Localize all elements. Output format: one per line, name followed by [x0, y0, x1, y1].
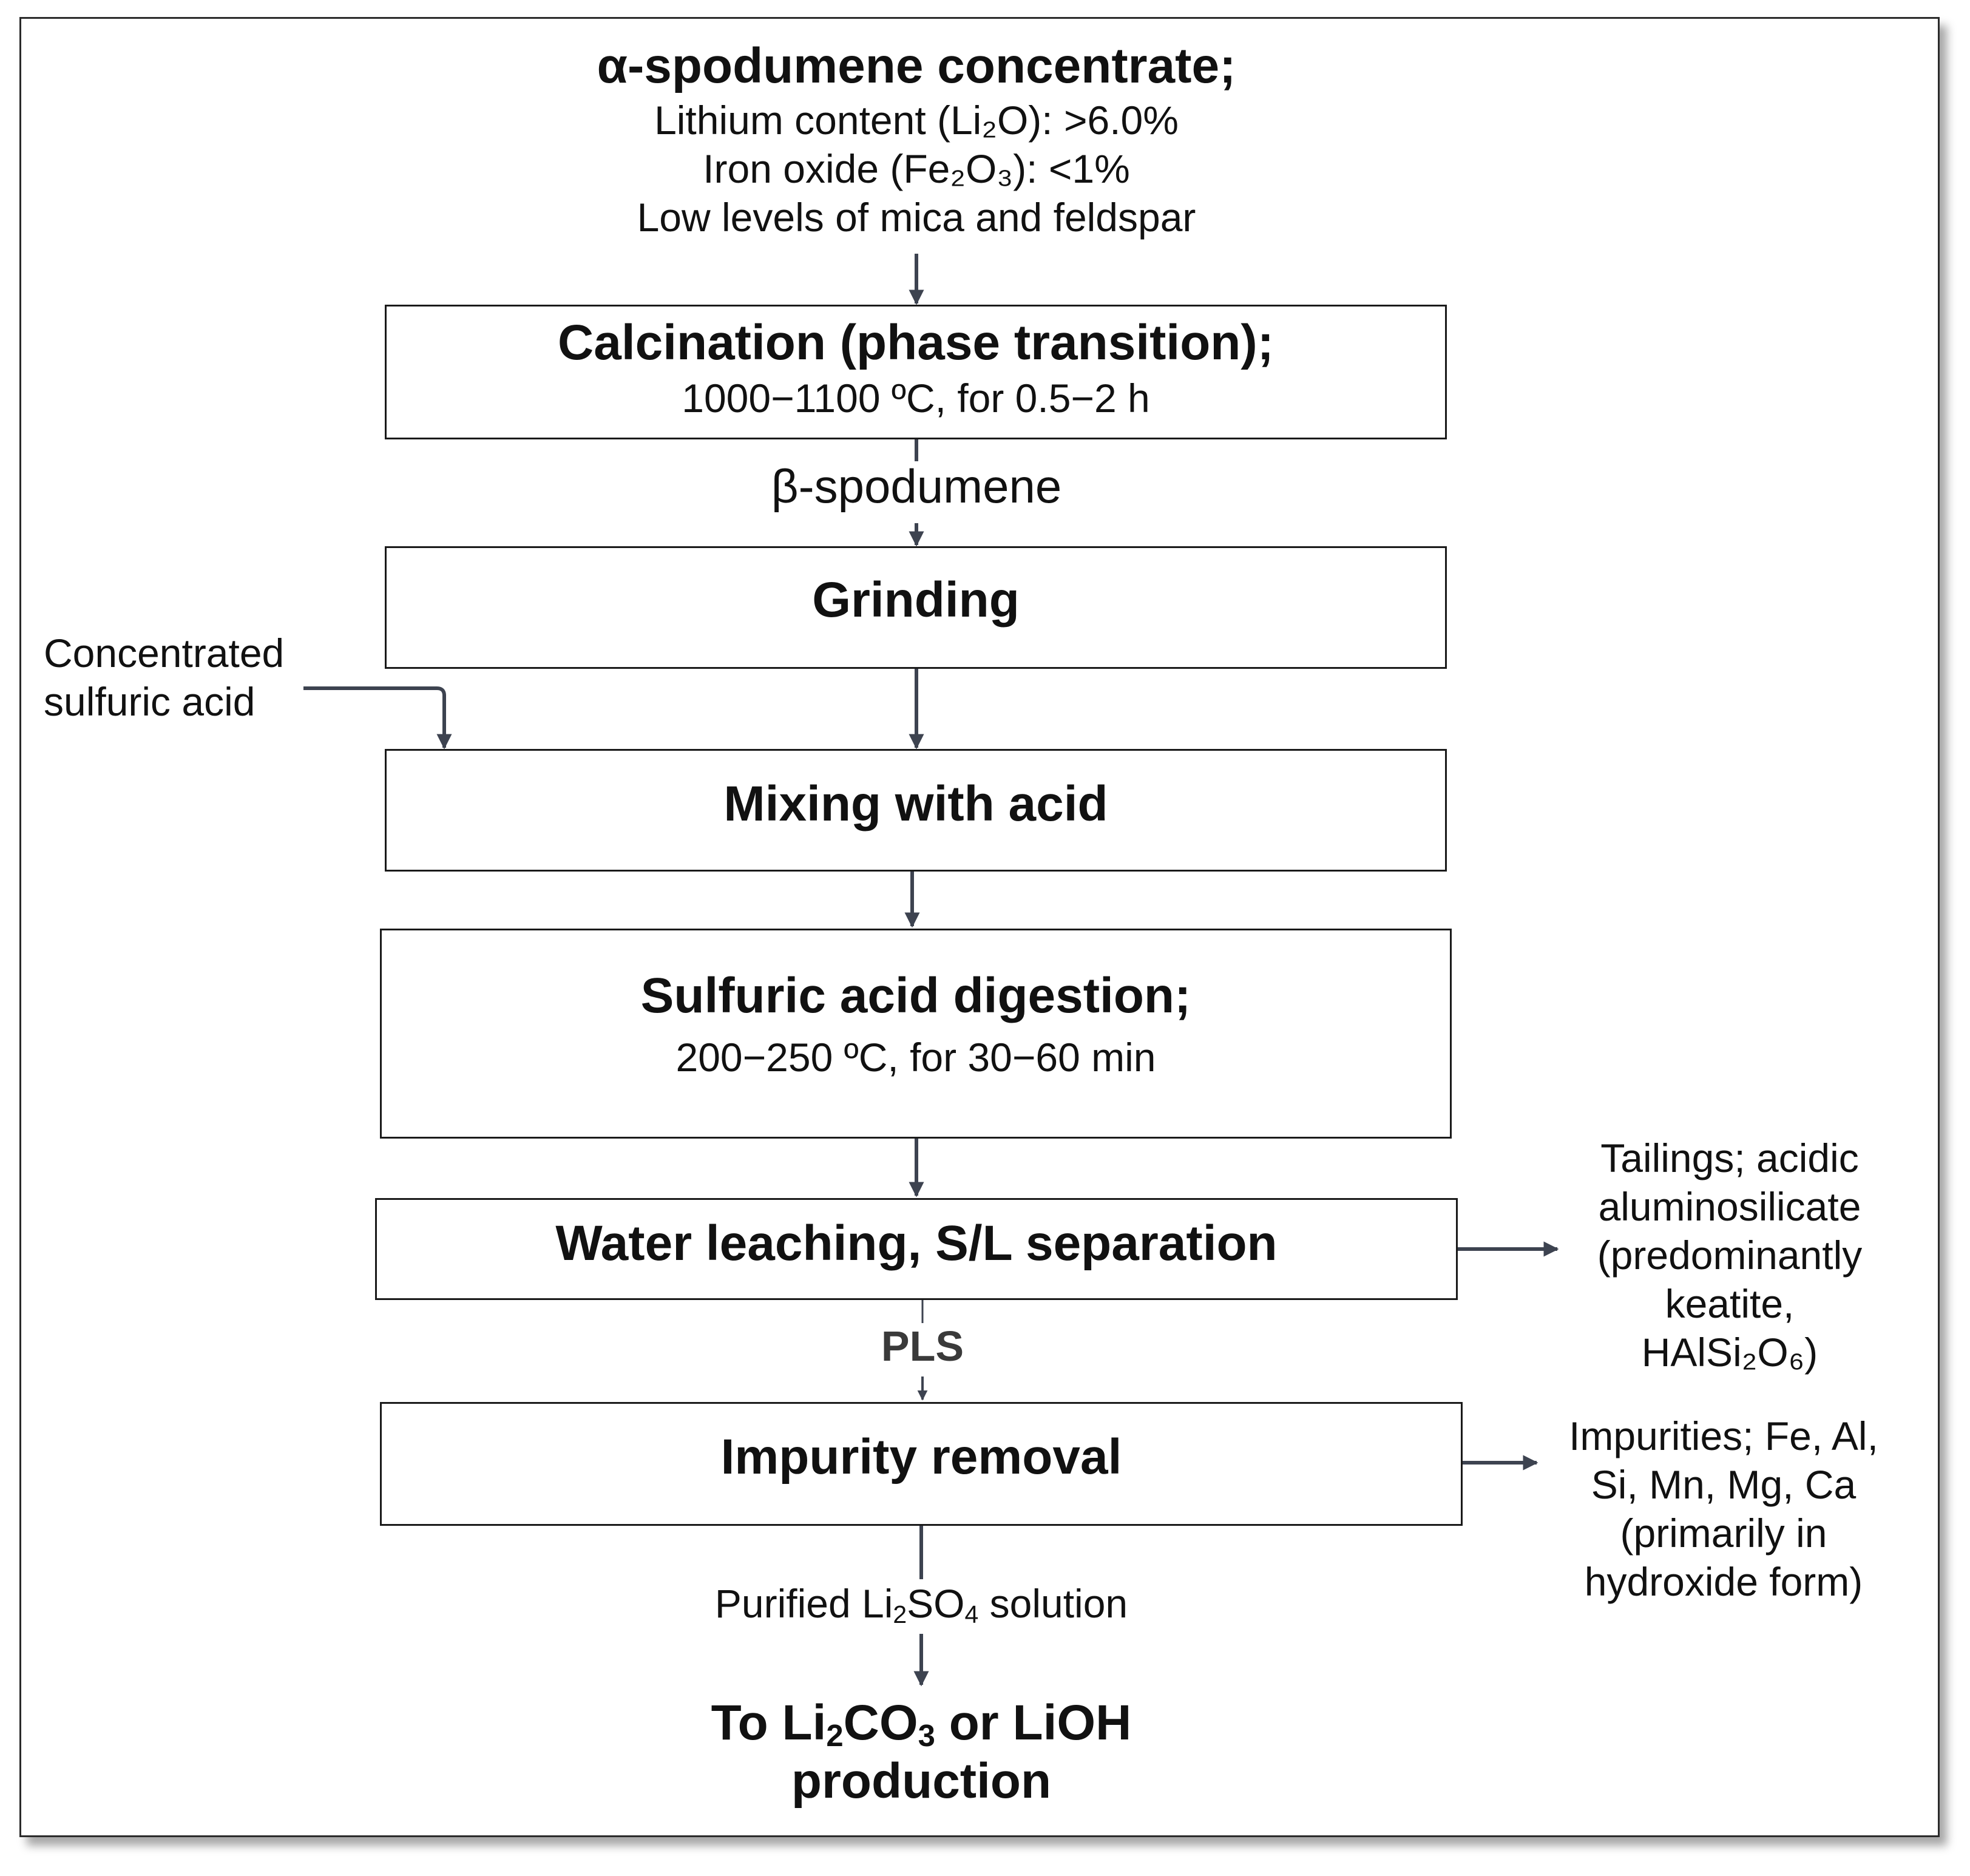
calcination-title: Calcination (phase transition); — [558, 315, 1274, 370]
impurities-line1: Impurities; Fe, Al, — [1569, 1414, 1878, 1458]
tailings-line2: aluminosilicate — [1598, 1184, 1861, 1229]
tailings-line5: HAlSi₂O₆) — [1641, 1330, 1818, 1375]
grinding-title: Grinding — [812, 572, 1020, 628]
arrow-acid-to-mixing — [303, 686, 452, 750]
output-line2: production — [791, 1753, 1052, 1809]
tailings-line1: Tailings; acidic — [1600, 1136, 1859, 1180]
tailings-line3: (predominantly — [1597, 1233, 1863, 1278]
impurities-line2: Si, Mn, Mg, Ca — [1591, 1462, 1857, 1507]
digestion-box — [380, 929, 1452, 1139]
mixing-box — [385, 749, 1447, 872]
output-line1: To Li2CO3 or LiOH — [711, 1695, 1132, 1753]
acid-input-line1: Concentrated — [44, 631, 285, 676]
digestion-detail: 200−250 ºC, for 30−60 min — [675, 1035, 1156, 1080]
impurities-line4: hydroxide form) — [1584, 1559, 1863, 1604]
acid-input-line2: sulfuric acid — [44, 679, 256, 724]
tailings-line4: keatite, — [1665, 1281, 1795, 1326]
impurity-removal-title: Impurity removal — [720, 1429, 1122, 1485]
pls-label: PLS — [881, 1322, 964, 1370]
impurities-line3: (primarily in — [1620, 1511, 1827, 1556]
leaching-box — [375, 1198, 1458, 1300]
purified-solution-label: Purified Li2SO4 solution — [714, 1581, 1128, 1628]
grinding-box — [385, 546, 1447, 669]
input-title: α-spodumene concentrate; — [597, 38, 1236, 93]
calcination-box — [385, 305, 1447, 439]
input-line-lithium: Lithium content (Li₂O): >6.0% — [654, 98, 1179, 143]
input-line-iron: Iron oxide (Fe₂O₃): <1% — [703, 146, 1130, 191]
impurity-removal-box — [380, 1402, 1463, 1526]
input-line-mica: Low levels of mica and feldspar — [637, 195, 1196, 240]
leaching-title: Water leaching, S/L separation — [555, 1216, 1278, 1271]
mixing-title: Mixing with acid — [723, 776, 1108, 831]
digestion-title: Sulfuric acid digestion; — [640, 968, 1191, 1023]
calcination-detail: 1000−1100 ºC, for 0.5−2 h — [682, 376, 1150, 421]
beta-spodumene-label: β-spodumene — [771, 459, 1062, 513]
